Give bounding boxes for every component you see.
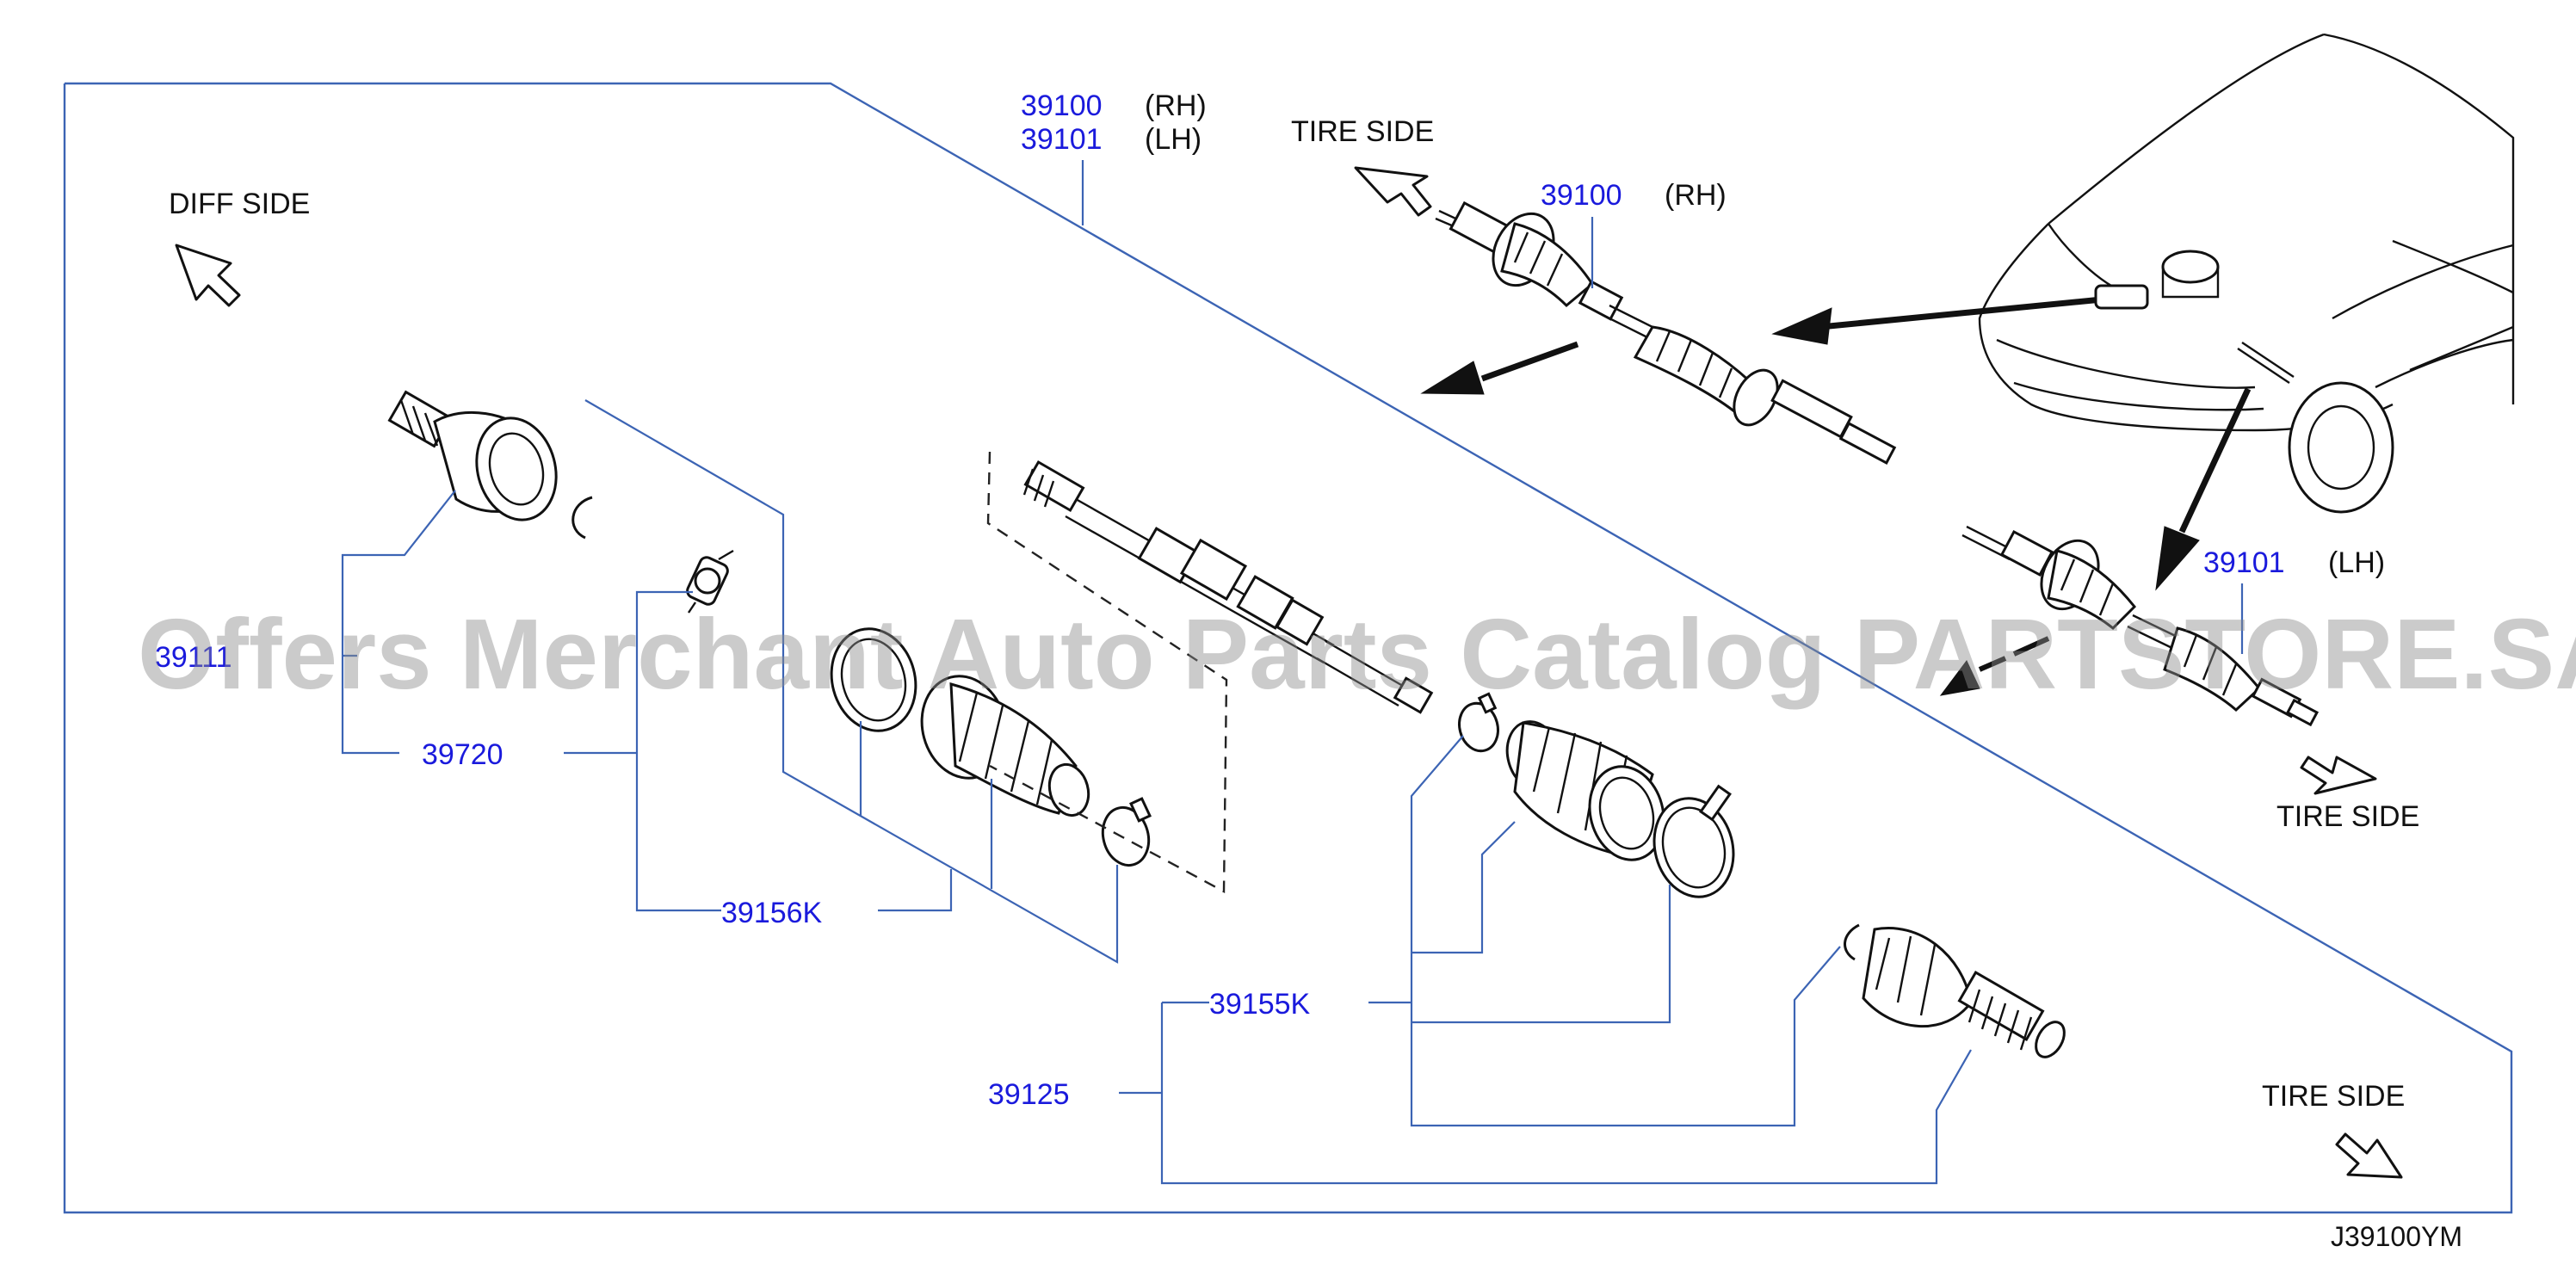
intermediate-shaft: [986, 451, 1434, 893]
part-number-39156k[interactable]: 39156K: [721, 897, 823, 929]
lh-driveshaft-assembly: [1961, 525, 2320, 727]
leader-lines-left: [341, 399, 1119, 964]
snap-ring-tire: [1844, 923, 1860, 961]
part-number-39101[interactable]: 39101: [1021, 123, 1103, 156]
rh-label-assembly: (RH): [1665, 179, 1727, 212]
part-number-3911x[interactable]: 39111: [155, 641, 232, 674]
tire-side-arrow-right: [2300, 756, 2377, 795]
diagram-reference: J39100YM: [2331, 1221, 2462, 1252]
tire-side-label-bottom: TIRE SIDE: [2262, 1080, 2405, 1113]
rh-label: (RH): [1145, 89, 1207, 122]
pointer-arrows: [1420, 296, 2252, 696]
leader-lines-right: [1119, 735, 1972, 1185]
part-number-39100-rh[interactable]: 39100: [1541, 179, 1622, 212]
boot-band-small-right: [1458, 692, 1499, 753]
tire-side-label-top: TIRE SIDE: [1291, 115, 1434, 148]
part-number-39720[interactable]: 39720: [422, 738, 503, 771]
diff-side-arrow: [175, 244, 241, 307]
rh-driveshaft-assembly: [1435, 200, 1897, 465]
diff-side-label: DIFF SIDE: [169, 188, 310, 220]
diagram-frame: [63, 82, 2513, 1214]
part-number-39155k[interactable]: 39155K: [1209, 988, 1311, 1021]
vehicle-outline: [1978, 33, 2515, 514]
snap-ring-diff: [571, 496, 593, 540]
boot-band-small-left: [830, 627, 917, 732]
tire-side-arrow-top: [1354, 166, 1432, 217]
tire-side-joint: [1862, 927, 2066, 1058]
lh-label-assembly: (LH): [2328, 546, 2385, 579]
lh-label: (LH): [1145, 123, 1202, 156]
spider-assembly: [686, 549, 734, 614]
tire-side-arrow-bottom: [2335, 1132, 2403, 1179]
boot-band-clamp-left: [1101, 797, 1152, 867]
boot-right: [1505, 720, 1665, 861]
part-number-39101-lh[interactable]: 39101: [2203, 546, 2285, 579]
tire-side-label-right: TIRE SIDE: [2276, 800, 2419, 833]
part-number-39100[interactable]: 39100: [1021, 89, 1103, 122]
boot-band-large-right: [1652, 784, 1735, 898]
watermark-text: Offers Merchant Auto Parts Catalog PARTS…: [138, 598, 2576, 710]
diff-side-joint-housing: [387, 390, 558, 521]
part-number-39125[interactable]: 39125: [988, 1078, 1070, 1111]
